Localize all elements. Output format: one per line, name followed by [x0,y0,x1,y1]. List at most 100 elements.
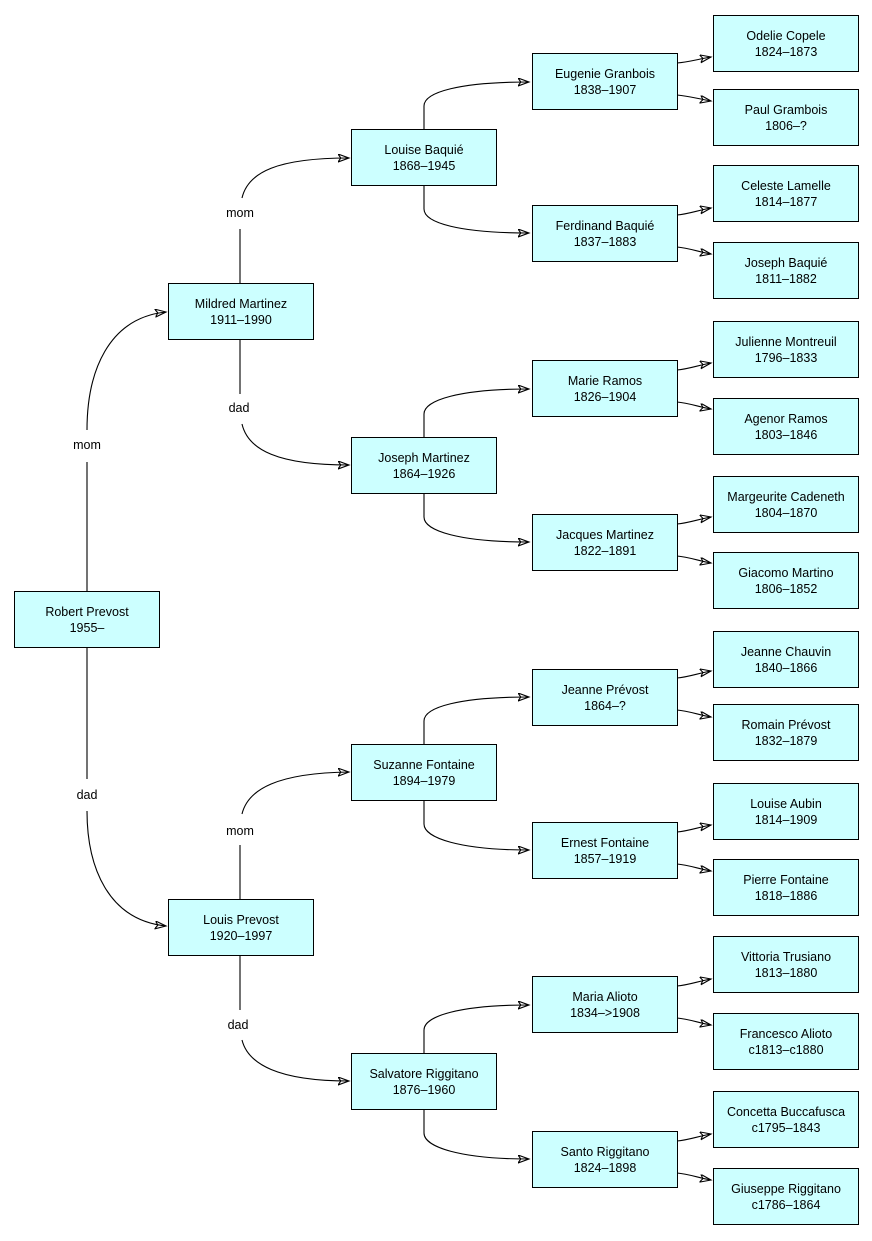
person-years: 1920–1997 [209,928,273,943]
tree-edge [423,1110,529,1159]
person-node-julienne-montreuil[interactable]: Julienne Montreuil 1796–1833 [713,321,859,378]
person-name: Giacomo Martino [738,565,834,580]
tree-edge [241,1039,349,1081]
tree-edge [423,82,529,129]
person-node-marie-ramos[interactable]: Marie Ramos 1826–1904 [532,360,678,417]
person-years: 1804–1870 [754,505,818,520]
person-name: Jeanne Chauvin [740,644,832,659]
person-name: Romain Prévost [741,717,831,732]
person-node-paul-grambois[interactable]: Paul Grambois 1806–? [713,89,859,146]
person-name: Louise Baquié [384,142,464,157]
person-name: Julienne Montreuil [735,334,837,349]
tree-edge [676,246,711,254]
tree-edge [676,1134,711,1142]
person-years: 1955– [69,620,105,635]
tree-edge [676,363,711,371]
person-name: Margeurite Cadeneth [727,489,845,504]
tree-edge [676,401,711,409]
person-name: Marie Ramos [567,373,643,388]
person-node-louise-aubin[interactable]: Louise Aubin 1814–1909 [713,783,859,840]
person-name: Joseph Martinez [378,450,470,465]
person-years: 1837–1883 [573,234,637,249]
person-node-robert-prevost[interactable]: Robert Prevost 1955– [14,591,160,648]
person-node-eugenie-granbois[interactable]: Eugenie Granbois 1838–1907 [532,53,678,110]
edge-label-mom: mom [224,206,256,220]
edge-label-dad: dad [226,401,252,415]
person-name: Santo Riggitano [560,1144,650,1159]
person-name: Pierre Fontaine [743,872,829,887]
tree-edge [423,494,529,542]
person-years: 1806–? [765,118,807,133]
person-node-giacomo-martino[interactable]: Giacomo Martino 1806–1852 [713,552,859,609]
person-years: 1894–1979 [392,773,456,788]
person-node-vittoria-trusiano[interactable]: Vittoria Trusiano 1813–1880 [713,936,859,993]
person-years: 1832–1879 [754,733,818,748]
person-node-salvatore-riggitano[interactable]: Salvatore Riggitano 1876–1960 [351,1053,497,1110]
person-node-ferdinand-baquie[interactable]: Ferdinand Baquié 1837–1883 [532,205,678,262]
tree-edge [86,810,166,926]
tree-edge [676,671,711,679]
person-name: Odelie Copele [746,28,826,43]
person-node-concetta-buccafusca[interactable]: Concetta Buccafusca c1795–1843 [713,1091,859,1148]
tree-edge [676,709,711,717]
person-node-ernest-fontaine[interactable]: Ernest Fontaine 1857–1919 [532,822,678,879]
person-name: Giuseppe Riggitano [731,1181,841,1196]
edge-label-dad: dad [225,1018,251,1032]
person-node-jeanne-chauvin[interactable]: Jeanne Chauvin 1840–1866 [713,631,859,688]
person-name: Celeste Lamelle [741,178,831,193]
person-node-romain-prevost[interactable]: Romain Prévost 1832–1879 [713,704,859,761]
person-years: 1818–1886 [754,888,818,903]
person-years: 1803–1846 [754,427,818,442]
person-years: c1795–1843 [751,1120,821,1135]
person-name: Louis Prevost [203,912,279,927]
person-node-mildred-martinez[interactable]: Mildred Martinez 1911–1990 [168,283,314,340]
person-node-margeurite-cadeneth[interactable]: Margeurite Cadeneth 1804–1870 [713,476,859,533]
person-years: 1840–1866 [754,660,818,675]
tree-edge [676,863,711,871]
person-node-santo-riggitano[interactable]: Santo Riggitano 1824–1898 [532,1131,678,1188]
person-node-suzanne-fontaine[interactable]: Suzanne Fontaine 1894–1979 [351,744,497,801]
person-node-joseph-baquie[interactable]: Joseph Baquié 1811–1882 [713,242,859,299]
person-node-agenor-ramos[interactable]: Agenor Ramos 1803–1846 [713,398,859,455]
person-name: Francesco Alioto [739,1026,833,1041]
person-years: 1814–1877 [754,194,818,209]
person-node-jeanne-prevost[interactable]: Jeanne Prévost 1864–? [532,669,678,726]
person-name: Louise Aubin [750,796,822,811]
tree-edge [241,772,349,815]
tree-edge [676,1017,711,1025]
person-node-odelie-copele[interactable]: Odelie Copele 1824–1873 [713,15,859,72]
person-node-jacques-martinez[interactable]: Jacques Martinez 1822–1891 [532,514,678,571]
tree-edge [423,186,529,233]
person-name: Eugenie Granbois [554,66,656,81]
person-name: Jacques Martinez [556,527,654,542]
person-node-joseph-martinez[interactable]: Joseph Martinez 1864–1926 [351,437,497,494]
person-years: 1824–1898 [573,1160,637,1175]
person-years: 1826–1904 [573,389,637,404]
person-node-francesco-alioto[interactable]: Francesco Alioto c1813–c1880 [713,1013,859,1070]
person-years: 1838–1907 [573,82,637,97]
tree-edge [423,801,529,850]
tree-edge [423,1005,529,1053]
person-years: 1813–1880 [754,965,818,980]
person-node-pierre-fontaine[interactable]: Pierre Fontaine 1818–1886 [713,859,859,916]
person-name: Joseph Baquié [744,255,828,270]
person-name: Mildred Martinez [194,296,288,311]
tree-edge [676,208,711,216]
person-node-louise-baquie[interactable]: Louise Baquié 1868–1945 [351,129,497,186]
person-years: 1911–1990 [210,312,272,327]
tree-edge [676,555,711,563]
person-years: 1811–1882 [755,271,817,286]
person-years: 1868–1945 [392,158,456,173]
person-name: Salvatore Riggitano [369,1066,479,1081]
person-node-celeste-lamelle[interactable]: Celeste Lamelle 1814–1877 [713,165,859,222]
person-years: 1796–1833 [754,350,818,365]
person-node-maria-alioto[interactable]: Maria Alioto 1834–>1908 [532,976,678,1033]
edge-label-dad: dad [74,788,100,802]
person-node-giuseppe-riggitano[interactable]: Giuseppe Riggitano c1786–1864 [713,1168,859,1225]
person-node-louis-prevost[interactable]: Louis Prevost 1920–1997 [168,899,314,956]
person-name: Maria Alioto [572,989,638,1004]
person-years: 1864–? [584,698,626,713]
person-years: 1824–1873 [754,44,818,59]
tree-edge [423,697,529,744]
